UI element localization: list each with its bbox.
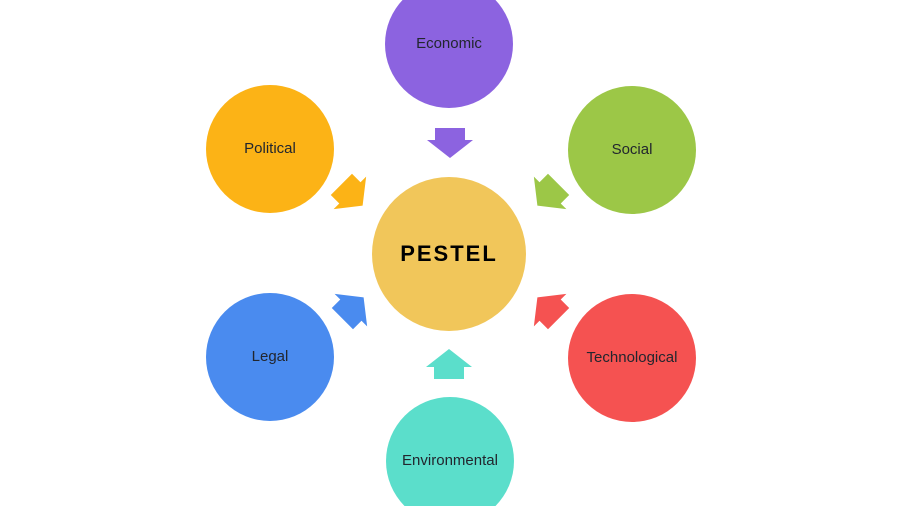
factor-circle-legal: Legal	[206, 293, 334, 421]
arrow-political-icon	[330, 173, 367, 210]
factor-circle-environmental: Environmental	[386, 397, 514, 506]
factor-circle-technological: Technological	[568, 294, 696, 422]
factor-label-legal: Legal	[251, 347, 289, 365]
arrow-shape	[426, 349, 472, 379]
arrow-technological-icon	[533, 293, 570, 330]
arrow-shape	[427, 128, 473, 158]
factor-label-environmental: Environmental	[402, 451, 498, 469]
center-label-pestel: PESTEL	[400, 241, 498, 266]
factor-label-political: Political	[244, 139, 296, 157]
factor-label-economic: Economic	[416, 34, 482, 52]
arrow-shape	[330, 173, 367, 210]
arrow-shape	[331, 293, 368, 330]
arrow-economic-icon	[427, 128, 473, 158]
arrow-environmental-icon	[426, 349, 472, 379]
center-circle-pestel: PESTEL	[372, 177, 526, 331]
factor-label-technological: Technological	[586, 348, 678, 366]
factor-circle-social: Social	[568, 86, 696, 214]
factor-circle-economic: Economic	[385, 0, 513, 108]
arrow-shape	[533, 293, 570, 330]
arrow-shape	[533, 173, 570, 210]
factor-circle-political: Political	[206, 85, 334, 213]
arrow-social-icon	[533, 173, 570, 210]
factor-label-social: Social	[611, 140, 653, 158]
arrow-legal-icon	[331, 293, 368, 330]
